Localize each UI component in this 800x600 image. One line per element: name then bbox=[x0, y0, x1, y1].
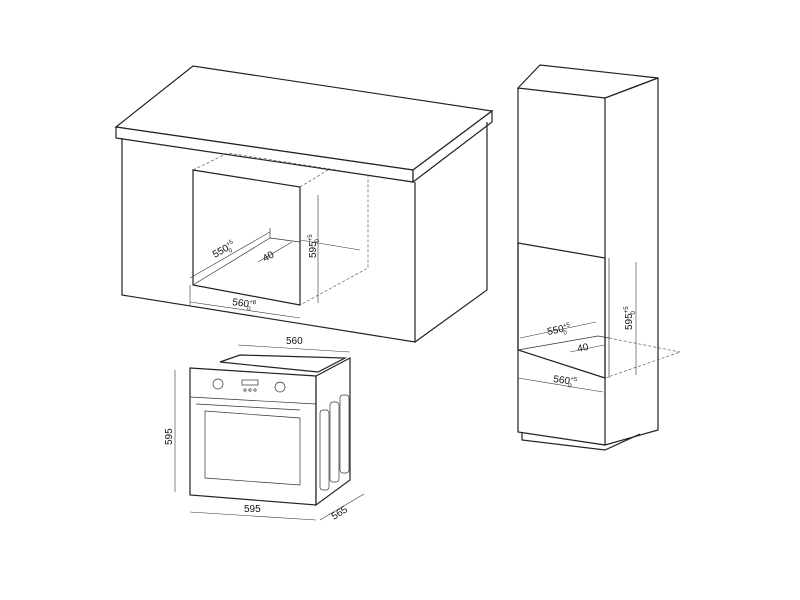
oven-depth-label: 565 bbox=[330, 504, 350, 522]
tall-cabinet-top bbox=[516, 64, 659, 99]
tall-height-label: 595+50 bbox=[624, 306, 637, 330]
countertop-side bbox=[412, 109, 493, 184]
oven-side bbox=[315, 357, 351, 507]
under-counter-cabinet bbox=[114, 65, 494, 343]
gap-label: 40 bbox=[261, 249, 277, 264]
oven-front-width-label: 595 bbox=[244, 504, 261, 515]
tall-depth-label: 550+50 bbox=[546, 322, 572, 340]
tall-niche-opening bbox=[517, 242, 606, 379]
tall-cabinet bbox=[516, 64, 681, 451]
right-knob bbox=[274, 381, 286, 393]
oven-height-label: 595 bbox=[164, 428, 175, 445]
depth-label: 550+50 bbox=[211, 239, 238, 262]
display bbox=[241, 379, 259, 386]
left-knob bbox=[212, 378, 224, 390]
niche-opening bbox=[192, 169, 301, 306]
height-label: 595+50 bbox=[308, 234, 321, 258]
tall-cabinet-labels: 550+50 40 595+50 560+50 bbox=[546, 306, 637, 390]
oven-top-width-label: 560 bbox=[286, 336, 303, 347]
under-counter-labels: 550+50 40 595+50 560+80 bbox=[211, 234, 321, 313]
oven bbox=[174, 344, 365, 521]
oven-window bbox=[204, 410, 301, 486]
tall-gap-label: 40 bbox=[576, 342, 590, 355]
width-label: 560+80 bbox=[231, 297, 257, 313]
tall-width-label: 560+50 bbox=[552, 374, 578, 390]
oven-top bbox=[219, 354, 348, 373]
